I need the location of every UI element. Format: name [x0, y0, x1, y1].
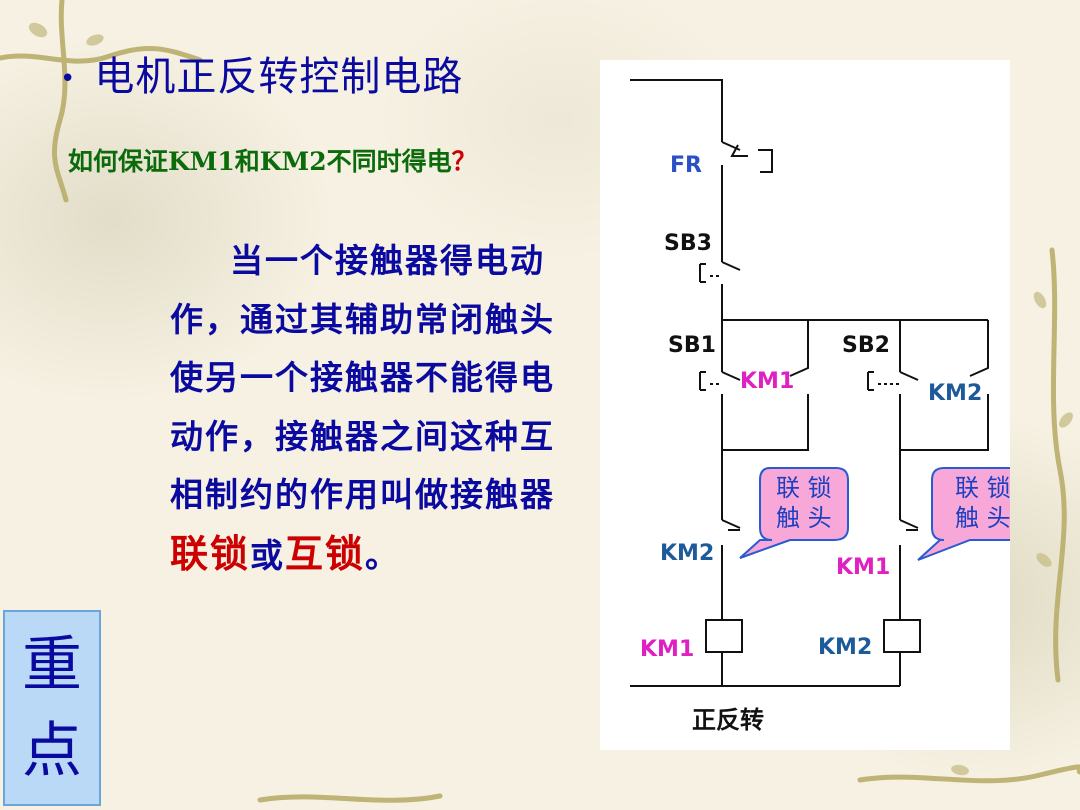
- term-interlock-1: 联锁: [170, 530, 251, 576]
- question-line: 如何保证KM1和KM2不同时得电？: [68, 142, 477, 178]
- sb1-label: SB1: [668, 333, 716, 358]
- diagram-caption: 正反转: [692, 705, 764, 734]
- km2-coil-label: KM2: [818, 635, 872, 660]
- question-text: 如何保证KM1和KM2不同时得电: [68, 147, 452, 176]
- key-point-badge: 重点: [3, 610, 101, 806]
- explanation-text: 当一个接触器得电动作，通过其辅助常闭触头使另一个接触器不能得电动作，接触器之间这…: [170, 241, 555, 514]
- km1-aux-label: KM1: [740, 369, 794, 394]
- explanation-paragraph: 当一个接触器得电动作，通过其辅助常闭触头使另一个接触器不能得电动作，接触器之间这…: [170, 232, 560, 585]
- sb3-label: SB3: [664, 231, 712, 256]
- callout-right-line2: 触 头: [955, 504, 1010, 532]
- question-mark: ？: [451, 147, 477, 176]
- period: 。: [365, 535, 401, 575]
- bullet-icon: •: [60, 64, 77, 94]
- km2-aux-label: KM2: [928, 381, 982, 406]
- km2-nc-label: KM2: [660, 541, 714, 566]
- interlock-callout-left: [739, 467, 849, 559]
- interlock-callout-right: [917, 467, 1010, 561]
- conjunction-or: 或: [250, 535, 286, 575]
- km1-coil-label: KM1: [640, 637, 694, 662]
- km1-nc-label: KM1: [836, 555, 890, 580]
- circuit-diagram: FR SB3 SB1 SB2 KM1 KM2 KM2 KM1 KM1 KM2 联…: [600, 60, 1010, 750]
- sb2-label: SB2: [842, 333, 890, 358]
- callout-right-line1: 联 锁: [955, 474, 1010, 502]
- term-interlock-2: 互锁: [285, 530, 366, 576]
- slide-title: • 电机正反转控制电路: [60, 44, 463, 102]
- fr-label: FR: [670, 153, 702, 178]
- callout-left-line2: 触 头: [776, 504, 832, 532]
- slide-title-text: 电机正反转控制电路: [94, 54, 464, 100]
- callout-left-line1: 联 锁: [776, 474, 832, 502]
